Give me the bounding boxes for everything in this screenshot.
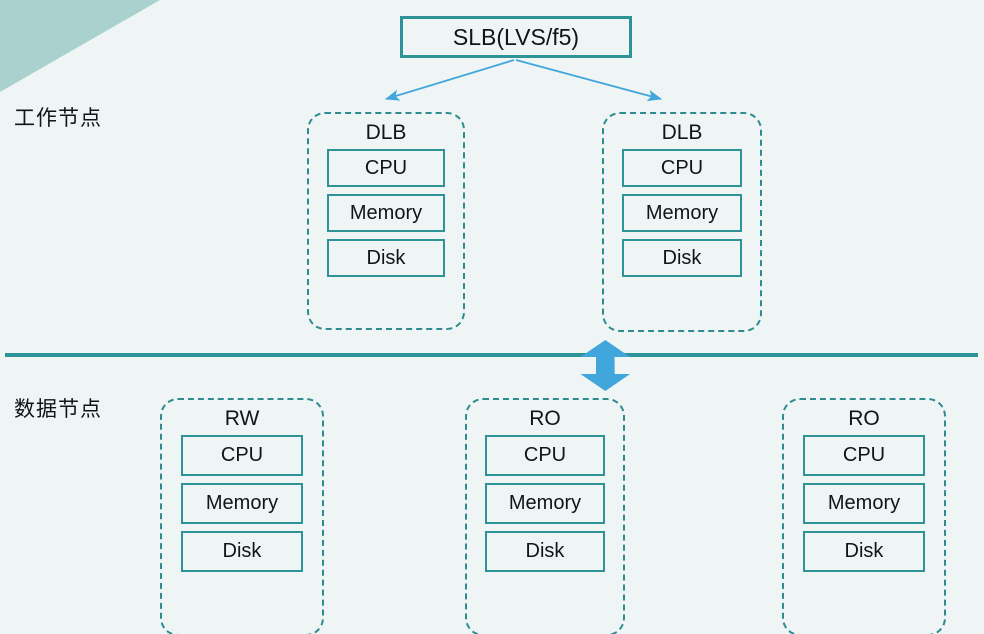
slb-label: SLB(LVS/f5): [452, 23, 580, 50]
connector-slb-to-dlb-left: [384, 59, 515, 101]
resource-box-memory[interactable]: Memory: [803, 483, 925, 525]
resource-box-cpu[interactable]: CPU: [181, 435, 303, 477]
node-title: RW: [224, 407, 260, 430]
resource-box-disk[interactable]: Disk: [485, 531, 605, 573]
node-group-dlb-2[interactable]: DLB CPU Memory Disk: [602, 112, 762, 332]
node-group-ro-2[interactable]: RO CPU Memory Disk: [782, 398, 946, 634]
node-title: RO: [529, 407, 561, 430]
slb-box[interactable]: SLB(LVS/f5): [400, 16, 632, 58]
node-title: RO: [848, 407, 880, 430]
resource-box-memory[interactable]: Memory: [485, 483, 605, 525]
resource-box-cpu[interactable]: CPU: [803, 435, 925, 477]
double-arrow-left: [580, 340, 631, 391]
resource-box-disk[interactable]: Disk: [181, 531, 303, 573]
corner-decoration: [0, 0, 160, 92]
resource-box-disk[interactable]: Disk: [803, 531, 925, 573]
tier-divider: [5, 353, 978, 357]
resource-box-cpu[interactable]: CPU: [622, 149, 742, 188]
node-group-rw[interactable]: RW CPU Memory Disk: [160, 398, 324, 634]
resource-box-cpu[interactable]: CPU: [327, 149, 445, 188]
resource-box-memory[interactable]: Memory: [622, 194, 742, 233]
worker-tier-label: 工作节点: [14, 107, 102, 130]
node-title: DLB: [661, 121, 703, 144]
resource-box-memory[interactable]: Memory: [181, 483, 303, 525]
resource-box-disk[interactable]: Disk: [622, 239, 742, 278]
resource-box-memory[interactable]: Memory: [327, 194, 445, 233]
resource-box-disk[interactable]: Disk: [327, 239, 445, 278]
node-title: DLB: [365, 121, 407, 144]
node-group-ro-1[interactable]: RO CPU Memory Disk: [465, 398, 625, 634]
connector-slb-to-dlb-right: [515, 59, 663, 102]
node-group-dlb-1[interactable]: DLB CPU Memory Disk: [307, 112, 465, 330]
resource-box-cpu[interactable]: CPU: [485, 435, 605, 477]
data-tier-label: 数据节点: [14, 398, 102, 421]
